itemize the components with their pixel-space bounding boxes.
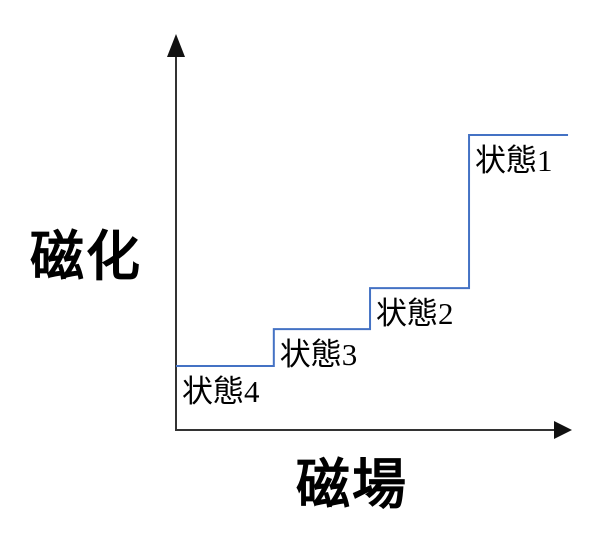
magnetization-step-curve <box>176 134 569 367</box>
y-axis-label: 磁化 <box>30 227 142 287</box>
y-axis-arrowhead-icon <box>167 34 185 57</box>
x-axis-label: 磁場 <box>296 455 408 515</box>
state-label-4: 状態4 <box>182 373 260 409</box>
x-axis-arrowhead-icon <box>554 421 572 439</box>
state-label-1: 状態1 <box>475 143 553 178</box>
state-label-2: 状態2 <box>376 296 454 332</box>
state-label-3: 状態3 <box>279 337 358 373</box>
